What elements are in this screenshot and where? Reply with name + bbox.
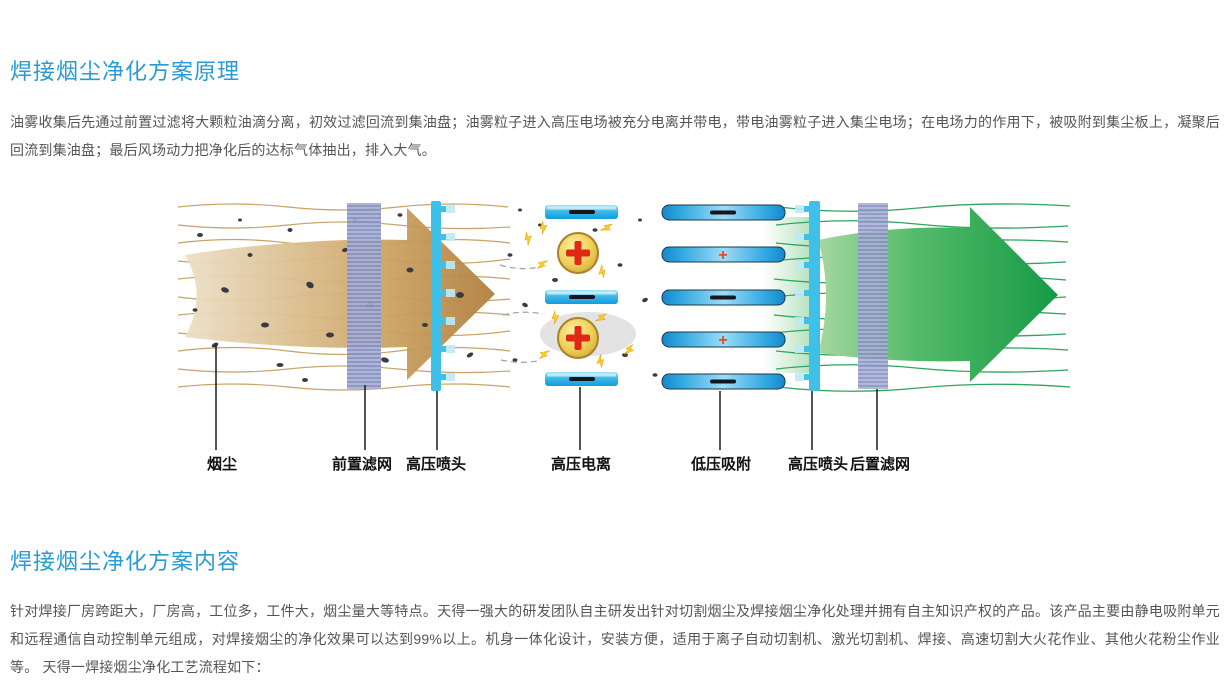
post-filter-icon <box>858 203 888 389</box>
label-hp-nozzle-left: 高压喷头 <box>405 456 467 473</box>
clean-flow-arrow <box>818 207 1058 382</box>
left-nozzle-bar-icon <box>431 201 455 391</box>
dust-flow-arrow <box>185 208 495 380</box>
section-heading-principle: 焊接烟尘净化方案原理 <box>10 59 241 84</box>
label-post-filter: 后置滤网 <box>849 456 911 473</box>
label-smoke-dust: 烟尘 <box>206 456 238 473</box>
right-nozzle-bar-icon <box>795 201 820 391</box>
content-paragraph: 针对焊接厂房跨距大，厂房高，工位多，工件大，烟尘量大等特点。天得一强大的研发团队… <box>10 603 1220 675</box>
ion-particle-icon <box>557 317 599 359</box>
collector-plates-icon: + + <box>661 204 786 390</box>
pointer-lines <box>215 345 878 450</box>
transition-flow-dashes-icon <box>499 264 544 363</box>
ion-particle-icon <box>557 232 599 274</box>
pre-filter-icon <box>347 203 381 389</box>
section-heading-content: 焊接烟尘净化方案内容 <box>10 549 241 574</box>
plus-mark: + <box>718 247 727 264</box>
plus-mark: + <box>718 332 727 349</box>
principle-paragraph: 油雾收集后先通过前置过滤将大颗粒油滴分离，初效过滤回流到集油盘；油雾粒子进入高压… <box>10 114 1220 158</box>
label-lp-adsorption: 低压吸附 <box>690 456 752 473</box>
process-diagram-graphic: + + <box>177 201 1071 450</box>
purification-process-diagram: + + <box>170 195 1110 485</box>
label-hv-ionization: 高压电离 <box>550 456 612 473</box>
ionizer-icon <box>521 205 636 386</box>
label-hp-nozzle-right: 高压喷头 <box>787 456 849 473</box>
label-pre-filter: 前置滤网 <box>331 456 393 473</box>
